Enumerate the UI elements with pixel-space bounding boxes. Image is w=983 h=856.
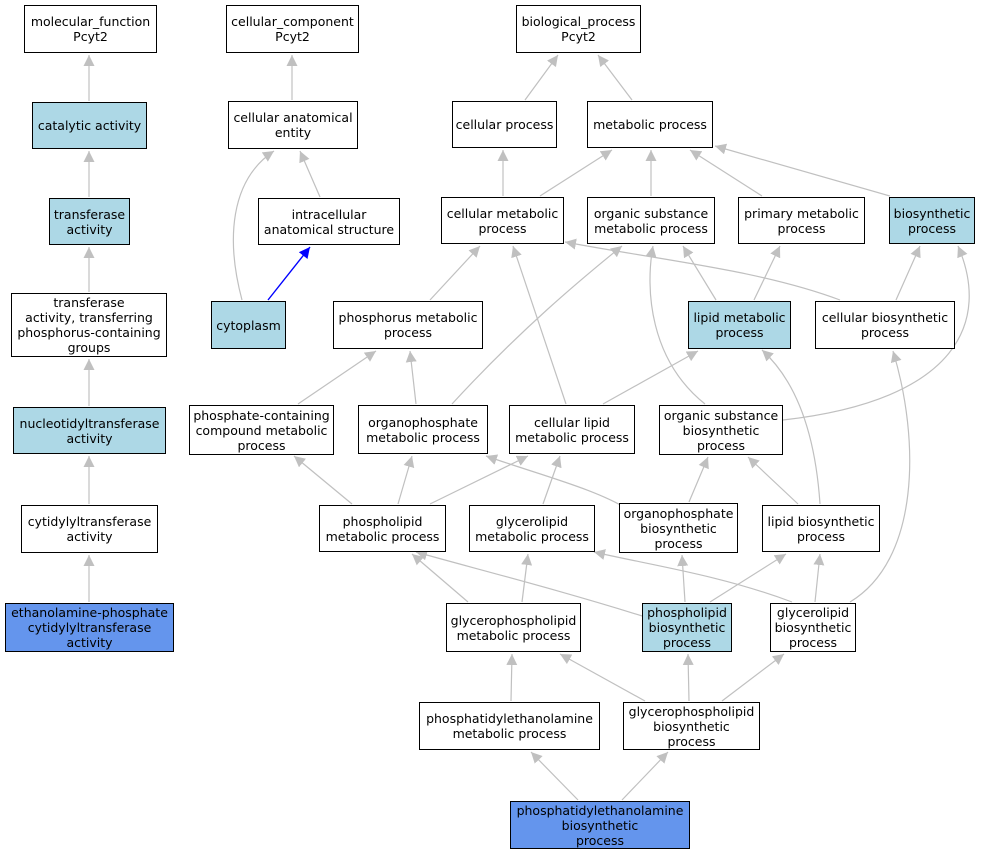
edge-cell_lipid-to-cell_metab (511, 245, 567, 405)
node-cellular-anatomical-entity[interactable]: cellular anatomical entity (228, 101, 358, 149)
node-cellular-component[interactable]: cellular_component Pcyt2 (226, 5, 359, 53)
edge-org_biosynth-to-biosynth (782, 245, 970, 421)
edge-cell_lipid-to-lipid_metab (602, 350, 699, 405)
edge-pl_bio-to-phospholipid_metab (415, 549, 656, 621)
edge-pl_bio-to-lipid_bio (709, 553, 787, 603)
node-nucleotidyltransferase[interactable]: nucleotidyltransferase activity (13, 407, 166, 454)
edge-glycerolipid_metab-to-cell_lipid (542, 455, 562, 505)
node-organophosphate-biosynthetic-process[interactable]: organophosphate biosynthetic process (619, 503, 738, 553)
edge-phospholipid_metab-to-cell_lipid (429, 455, 529, 505)
edge-org_biosynth-to-org_subst (645, 245, 706, 405)
edge-cell_metab-to-metab_proc (539, 149, 613, 197)
edge-pe_bio-to-pe_metab (530, 751, 579, 801)
edge-organophos_bio-to-organophos (485, 454, 633, 513)
edge-gpl_metab-to-phospholipid_metab (411, 553, 469, 603)
edge-phosphate_cmp-to-phos_metab (297, 350, 377, 405)
edge-gpl_bio-to-gl_bio (721, 653, 785, 702)
node-biosynthetic-process[interactable]: biosynthetic process (889, 197, 975, 244)
edge-gpl_metab-to-glycerolipid_metab (521, 553, 533, 603)
edge-pe_metab-to-gpl_metab (506, 653, 518, 702)
edge-cell_proc-to-bp_root (524, 54, 559, 101)
edge-cytoplasm-to-intracell (267, 246, 311, 301)
node-metabolic-process[interactable]: metabolic process (587, 101, 713, 148)
node-cytidylyltransferase[interactable]: cytidylyltransferase activity (21, 505, 158, 553)
node-organic-substance-biosynthetic-process[interactable]: organic substance biosynthetic process (659, 405, 783, 455)
node-phospholipid-biosynthetic-process[interactable]: phospholipid biosynthetic process (642, 603, 732, 652)
node-phosphatidylethanolamine-biosynthetic-process[interactable]: phosphatidylethanolamine biosynthetic pr… (510, 801, 690, 849)
node-catalytic-activity[interactable]: catalytic activity (32, 102, 147, 149)
node-phospholipid-metabolic-process[interactable]: phospholipid metabolic process (319, 505, 446, 552)
node-cytoplasm[interactable]: cytoplasm (211, 301, 286, 349)
node-glycerolipid-biosynthetic-process[interactable]: glycerolipid biosynthetic process (770, 603, 856, 652)
node-phosphorus-metabolic-process[interactable]: phosphorus metabolic process (333, 301, 483, 349)
node-lipid-biosynthetic-process[interactable]: lipid biosynthetic process (762, 505, 880, 552)
edge-organophos-to-phos_metab (405, 350, 417, 405)
edge-gl_bio-to-cell_biosynth (849, 350, 911, 603)
node-ethanolamine-phosphate-cytidylyltransferase[interactable]: ethanolamine-phosphate cytidylyltransfer… (5, 603, 174, 652)
edge-gpl_bio-to-pl_bio (682, 653, 694, 702)
edge-gl_bio-to-lipid_bio (813, 553, 825, 603)
edge-phospholipid_metab-to-phosphate_cmp (293, 455, 353, 505)
node-primary-metabolic-process[interactable]: primary metabolic process (738, 197, 865, 244)
node-cellular-lipid-metabolic-process[interactable]: cellular lipid metabolic process (509, 405, 635, 454)
node-biological-process[interactable]: biological_process Pcyt2 (516, 5, 641, 53)
edge-organophos-to-org_subst (451, 245, 623, 405)
node-organic-substance-metabolic-process[interactable]: organic substance metabolic process (587, 197, 715, 244)
edge-metab_proc-to-bp_root (597, 54, 633, 101)
node-intracellular-anatomical-structure[interactable]: intracellular anatomical structure (258, 198, 400, 245)
node-lipid-metabolic-process[interactable]: lipid metabolic process (688, 301, 791, 349)
edge-lipid_bio-to-lipid_metab (761, 349, 821, 505)
edge-gpl_bio-to-gpl_metab (559, 653, 646, 702)
node-cellular-process[interactable]: cellular process (452, 101, 557, 148)
edge-organophos_bio-to-org_biosynth (688, 456, 709, 503)
edge-phos_metab-to-cell_metab (429, 245, 481, 301)
edge-prim_metab-to-metab_proc (689, 149, 763, 197)
edge-cytoplasm-to-cell_anat (232, 150, 275, 301)
node-cellular-biosynthetic-process[interactable]: cellular biosynthetic process (815, 301, 955, 349)
edge-gl_bio-to-glycerolipid_metab (593, 549, 793, 603)
edge-cell_biosynth-to-cell_metab (564, 238, 841, 301)
edge-pe_bio-to-gpl_bio (621, 751, 669, 801)
edge-lipid_metab-to-org_subst (682, 245, 717, 301)
node-glycerophospholipid-biosynthetic-process[interactable]: glycerophospholipid biosynthetic process (623, 702, 760, 750)
node-phosphatidylethanolamine-metabolic-process[interactable]: phosphatidylethanolamine metabolic proce… (419, 702, 600, 750)
edge-cell_biosynth-to-biosynth (895, 245, 921, 301)
node-transferase-activity[interactable]: transferase activity (49, 198, 130, 245)
node-cellular-metabolic-process[interactable]: cellular metabolic process (441, 197, 564, 244)
node-organophosphate-metabolic-process[interactable]: organophosphate metabolic process (358, 405, 488, 454)
node-molecular-function[interactable]: molecular_function Pcyt2 (24, 5, 157, 53)
node-phosphate-containing-compound[interactable]: phosphate-containing compound metabolic … (189, 405, 334, 455)
edge-intracell-to-cell_anat (299, 150, 321, 198)
edge-lipid_bio-to-org_biosynth (747, 456, 799, 505)
edge-biosynth-to-metab_proc (714, 143, 891, 197)
edge-lipid_metab-to-prim_metab (753, 245, 781, 301)
node-glycerophospholipid-metabolic-process[interactable]: glycerophospholipid metabolic process (446, 603, 581, 652)
edge-phospholipid_metab-to-organophos (397, 455, 415, 505)
node-transferase-phosphorus[interactable]: transferase activity, transferring phosp… (11, 293, 167, 357)
edge-pl_bio-to-organophos_bio (677, 554, 689, 603)
node-glycerolipid-metabolic-process[interactable]: glycerolipid metabolic process (469, 505, 595, 552)
